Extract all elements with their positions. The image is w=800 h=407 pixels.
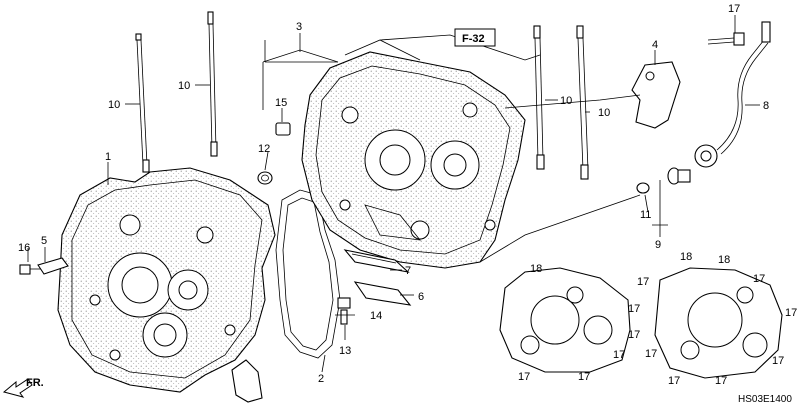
- callout-7: 7: [405, 265, 411, 277]
- callout-10-b: 10: [178, 80, 190, 92]
- front-label: FR.: [26, 377, 44, 389]
- neutral-switch: [667, 144, 718, 185]
- left-crankcase: [57, 167, 276, 403]
- harness-bracket: [631, 61, 681, 129]
- strainer-cover: [353, 281, 412, 306]
- callout-17-gasket: 17: [628, 303, 640, 315]
- bracket-bolt: [707, 32, 745, 46]
- stud-bolt-left-2: [207, 11, 218, 157]
- callout-17-gasket: 17: [715, 375, 727, 387]
- callout-11: 11: [640, 209, 651, 221]
- gasket-view-left: [499, 267, 631, 373]
- reference-lines: [262, 34, 641, 263]
- drain-bolt: [337, 297, 351, 325]
- callout-6: 6: [418, 291, 424, 303]
- callout-leaders: [27, 15, 760, 373]
- callout-17-gasket: 17: [753, 273, 765, 285]
- oil-strainer-plate: [37, 257, 69, 275]
- callout-3: 3: [296, 21, 302, 33]
- drawing-code: HS03E1400: [738, 394, 792, 405]
- stud-bolt-right-2: [576, 25, 589, 180]
- callout-12: 12: [258, 143, 270, 155]
- callout-17-gasket: 17: [668, 375, 680, 387]
- callout-9: 9: [655, 239, 661, 251]
- oil-seal: [257, 171, 273, 185]
- callout-4: 4: [652, 39, 658, 51]
- callout-18-a: 18: [530, 263, 542, 275]
- callout-1: 1: [105, 151, 111, 163]
- dowel-pin: [275, 122, 291, 136]
- reference-box: F-32: [454, 28, 496, 47]
- sealing-washer: [636, 182, 650, 194]
- right-crankcase: [301, 51, 526, 269]
- callout-16: 16: [18, 242, 30, 254]
- callout-17-gasket: 17: [628, 329, 640, 341]
- oil-strainer-screen: [343, 249, 410, 273]
- callout-17-gasket: 17: [645, 348, 657, 360]
- callout-10-a: 10: [108, 99, 120, 111]
- stud-bolt-right-1: [533, 25, 545, 170]
- callout-10-c: 10: [560, 95, 572, 107]
- callout-5: 5: [41, 235, 47, 247]
- switch-wire: [716, 21, 771, 155]
- callout-17-gasket: 17: [637, 276, 649, 288]
- callout-17-gasket: 17: [578, 371, 590, 383]
- callout-17-gasket: 17: [613, 349, 625, 361]
- callout-10-d: 10: [598, 107, 610, 119]
- callout-13: 13: [339, 345, 351, 357]
- callout-18-b: 18: [680, 251, 692, 263]
- callout-14: 14: [370, 310, 382, 322]
- reference-label: F-32: [462, 33, 485, 45]
- callout-18-c: 18: [718, 254, 730, 266]
- front-arrow: FR.: [2, 377, 44, 398]
- gasket-view-right: [654, 267, 783, 379]
- callout-17-bolt: 17: [728, 3, 740, 15]
- callout-15: 15: [275, 97, 287, 109]
- callout-2: 2: [318, 373, 324, 385]
- callout-8: 8: [763, 100, 769, 112]
- callout-17-gasket: 17: [785, 307, 797, 319]
- callouts: 1 2 3 4 5 6 7 8 9 10 10 10 10 11 12 13 1…: [18, 3, 797, 387]
- callout-17-gasket: 17: [518, 371, 530, 383]
- stud-bolt-left-1: [135, 33, 150, 173]
- callout-17-gasket: 17: [772, 355, 784, 367]
